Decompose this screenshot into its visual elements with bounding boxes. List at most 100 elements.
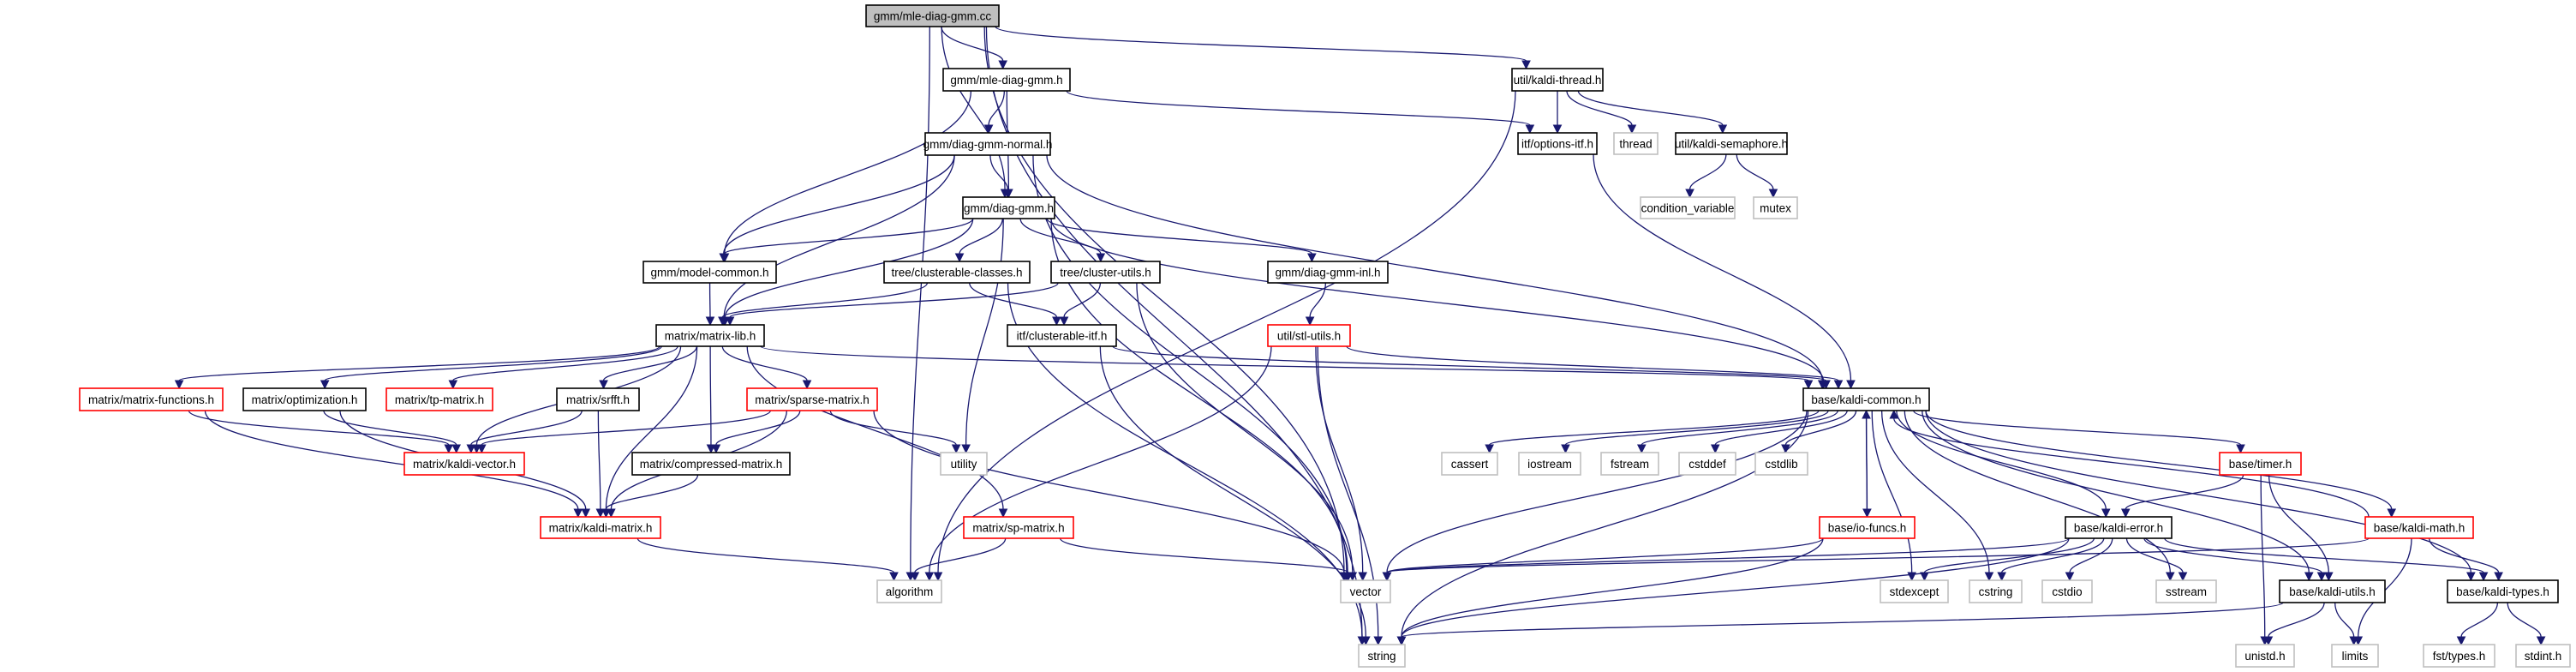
- node-gmm-diag-gmm-normal-h[interactable]: gmm/diag-gmm-normal.h: [923, 132, 1053, 156]
- edge-line: [723, 154, 955, 318]
- node-base-kaldi-types-h[interactable]: base/kaldi-types.h: [2447, 579, 2559, 603]
- node-matrix-sp-matrix-h[interactable]: matrix/sp-matrix.h: [963, 516, 1074, 539]
- node-gmm-mle-diag-gmm-cc[interactable]: gmm/mle-diag-gmm.cc: [865, 4, 1000, 27]
- arrowhead-icon: [1396, 636, 1407, 646]
- node-tree-cluster-utils-h[interactable]: tree/cluster-utils.h: [1050, 261, 1161, 284]
- node-box[interactable]: [962, 196, 1055, 219]
- node-gmm-model-common-h[interactable]: gmm/model-common.h: [643, 261, 777, 284]
- node-matrix-compressed-matrix-h[interactable]: matrix/compressed-matrix.h: [631, 452, 791, 476]
- node-box[interactable]: [1511, 68, 1604, 92]
- node-util-kaldi-semaphore-h[interactable]: util/kaldi-semaphore.h: [1675, 132, 1788, 155]
- edge-line: [602, 345, 697, 381]
- node-box[interactable]: [540, 516, 661, 539]
- node-base-kaldi-common-h[interactable]: base/kaldi-common.h: [1802, 387, 1930, 411]
- node-tree-clusterable-classes-h[interactable]: tree/clusterable-classes.h: [883, 261, 1031, 284]
- node-matrix-sparse-matrix-h[interactable]: matrix/sparse-matrix.h: [746, 387, 878, 411]
- node-gmm-diag-gmm-h[interactable]: gmm/diag-gmm.h: [962, 196, 1055, 219]
- node-box[interactable]: [1819, 516, 1916, 539]
- node-box[interactable]: [556, 387, 640, 411]
- edge-line: [929, 345, 1272, 573]
- arrowhead-icon: [720, 253, 730, 263]
- node-box[interactable]: [643, 261, 777, 284]
- edge-base-kaldi-error-h-to-cstdio: [2065, 537, 2113, 582]
- node-box: [2423, 644, 2495, 668]
- edge-matrix-sparse-matrix-h-to-utility: [829, 410, 961, 454]
- node-box[interactable]: [79, 387, 224, 411]
- node-box[interactable]: [2065, 516, 2173, 539]
- edge-base-kaldi-common-h-to-base-kaldi-math-h: [1925, 410, 2397, 519]
- arrowhead-icon: [1561, 444, 1570, 454]
- node-gmm-diag-gmm-inl-h[interactable]: gmm/diag-gmm-inl.h: [1267, 261, 1389, 284]
- node-gmm-mle-diag-gmm-h[interactable]: gmm/mle-diag-gmm.h: [942, 68, 1071, 92]
- node-box[interactable]: [403, 452, 525, 476]
- node-itf-clusterable-itf-h[interactable]: itf/clusterable-itf.h: [1007, 324, 1117, 347]
- edge-line: [324, 345, 662, 381]
- node-box[interactable]: [865, 4, 1000, 27]
- node-box[interactable]: [1050, 261, 1161, 284]
- edge-base-kaldi-error-h-to-base-kaldi-types-h: [2164, 537, 2489, 582]
- node-box[interactable]: [386, 387, 493, 411]
- edge-line: [481, 410, 771, 446]
- node-box[interactable]: [2364, 516, 2474, 539]
- node-iostream: iostream: [1518, 452, 1581, 476]
- edge-tree-clusterable-classes-h-to-matrix-matrix-lib-h: [718, 282, 929, 327]
- node-base-timer-h[interactable]: base/timer.h: [2219, 452, 2302, 476]
- node-box[interactable]: [1802, 387, 1930, 411]
- node-base-kaldi-math-h[interactable]: base/kaldi-math.h: [2364, 516, 2474, 539]
- edge-itf-options-itf-h-to-base-kaldi-common-h: [1593, 153, 1856, 390]
- edge-matrix-matrix-lib-h-to-matrix-compressed-matrix-h: [706, 345, 716, 454]
- node-label: sstream: [2166, 585, 2207, 598]
- node-label: gmm/diag-gmm-inl.h: [1275, 267, 1380, 279]
- edge-gmm-mle-diag-gmm-cc-to-gmm-diag-gmm-h: [941, 26, 1010, 199]
- node-box[interactable]: [1675, 132, 1788, 155]
- node-label: matrix/compressed-matrix.h: [640, 458, 783, 471]
- node-base-kaldi-utils-h[interactable]: base/kaldi-utils.h: [2279, 579, 2386, 603]
- node-box[interactable]: [883, 261, 1031, 284]
- node-matrix-matrix-functions-h[interactable]: matrix/matrix-functions.h: [79, 387, 224, 411]
- arrowhead-icon: [2120, 508, 2131, 519]
- node-box[interactable]: [631, 452, 791, 476]
- node-box[interactable]: [1007, 324, 1117, 347]
- node-mutex: mutex: [1753, 196, 1798, 219]
- node-box[interactable]: [1267, 261, 1389, 284]
- node-box[interactable]: [942, 68, 1071, 92]
- edge-line: [2260, 474, 2266, 638]
- node-itf-options-itf-h[interactable]: itf/options-itf.h: [1517, 132, 1598, 155]
- arrowhead-icon: [933, 572, 943, 582]
- node-matrix-kaldi-vector-h[interactable]: matrix/kaldi-vector.h: [403, 452, 525, 476]
- node-box[interactable]: [963, 516, 1074, 539]
- node-matrix-srfft-h[interactable]: matrix/srfft.h: [556, 387, 640, 411]
- node-box[interactable]: [2219, 452, 2302, 476]
- edge-line: [2125, 537, 2184, 573]
- node-matrix-kaldi-matrix-h[interactable]: matrix/kaldi-matrix.h: [540, 516, 661, 539]
- node-matrix-tp-matrix-h[interactable]: matrix/tp-matrix.h: [386, 387, 493, 411]
- node-box[interactable]: [655, 324, 765, 347]
- node-base-kaldi-error-h[interactable]: base/kaldi-error.h: [2065, 516, 2173, 539]
- node-cstdlib: cstdlib: [1754, 452, 1808, 476]
- edge-line: [1714, 410, 1848, 446]
- edge-base-kaldi-common-h-to-sstream: [1904, 410, 2175, 582]
- node-box[interactable]: [746, 387, 878, 411]
- node-unistd-h: unistd.h: [2235, 644, 2295, 668]
- node-matrix-optimization-h[interactable]: matrix/optimization.h: [242, 387, 367, 411]
- node-box[interactable]: [1517, 132, 1598, 155]
- edge-base-kaldi-common-h-to-base-timer-h: [1913, 410, 2245, 454]
- node-box[interactable]: [2279, 579, 2386, 603]
- edge-base-timer-h-to-base-kaldi-error-h: [2120, 474, 2244, 519]
- edge-line: [959, 218, 1003, 255]
- edge-base-kaldi-utils-h-to-unistd-h: [2263, 602, 2325, 646]
- node-util-kaldi-thread-h[interactable]: util/kaldi-thread.h: [1511, 68, 1604, 92]
- node-condition-variable: condition_variable: [1640, 196, 1736, 219]
- node-util-stl-utils-h[interactable]: util/stl-utils.h: [1267, 324, 1351, 347]
- node-box[interactable]: [924, 132, 1051, 156]
- edge-line: [2001, 537, 2105, 573]
- edge-line: [1046, 154, 1823, 381]
- arrowhead-icon: [1521, 60, 1531, 70]
- node-matrix-matrix-lib-h[interactable]: matrix/matrix-lib.h: [655, 324, 765, 347]
- node-base-io-funcs-h[interactable]: base/io-funcs.h: [1819, 516, 1916, 539]
- edge-line: [605, 345, 698, 510]
- node-box[interactable]: [242, 387, 367, 411]
- node-box[interactable]: [1267, 324, 1351, 347]
- node-box[interactable]: [2447, 579, 2559, 603]
